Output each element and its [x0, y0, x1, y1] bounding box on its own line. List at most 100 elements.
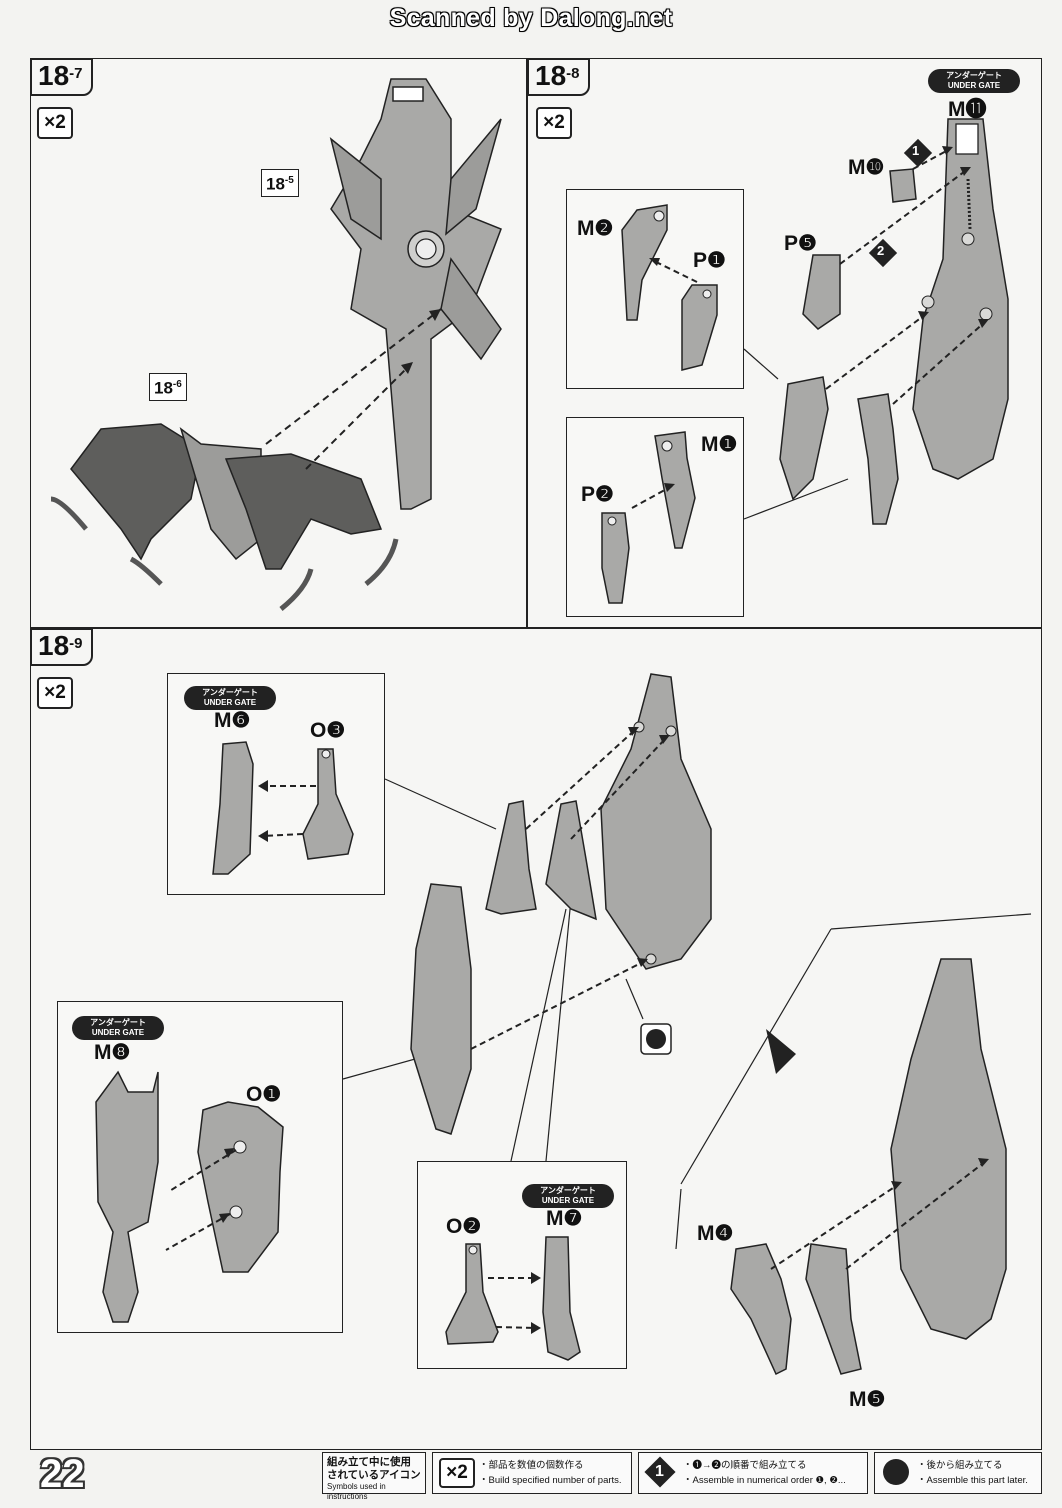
part-label-p2: P❷ — [581, 483, 614, 506]
part-o1 — [197, 1101, 284, 1273]
peg-hole — [653, 210, 665, 222]
arrow-head — [628, 727, 639, 736]
symbols-legend-title-box: 組み立て中に使用されているアイコン Symbols used in instru… — [322, 1452, 426, 1501]
peg-hole — [661, 440, 673, 452]
assembled-body — [890, 958, 1007, 1340]
part-label-p5: P❺ — [784, 232, 817, 255]
wing-right — [224, 453, 383, 570]
part-label-m5: M❺ — [849, 1388, 886, 1411]
arrow-head — [219, 1213, 230, 1223]
symbol-later-en: ・Assemble this part later. — [917, 1475, 1028, 1486]
insertion-arrow — [305, 363, 412, 470]
curved-arrow — [129, 556, 163, 586]
side-piece-right — [857, 393, 899, 525]
part-label-p1: P❶ — [693, 249, 726, 272]
arrow-head — [978, 1158, 989, 1167]
part-m6 — [212, 741, 254, 875]
part-label-m6: M❻ — [214, 709, 251, 732]
arrow-head — [918, 311, 929, 320]
subassembly-m1-p2: M❶ P❷ — [566, 417, 744, 617]
piece-m8-o1 — [410, 883, 472, 1135]
multiplier-badge: ×2 — [536, 107, 572, 139]
part-p1 — [681, 284, 718, 371]
main-body — [912, 118, 1009, 480]
step-number: 18-7 — [30, 58, 93, 96]
body-peg — [979, 307, 993, 321]
symbols-title-en: Symbols used in instructions — [327, 1482, 386, 1501]
under-gate-jp: アンダーゲート — [540, 1186, 596, 1195]
callout-line — [743, 348, 779, 380]
subassembly-m2-p1: M❷ P❶ — [566, 189, 744, 389]
assemble-later-symbol-icon — [883, 1459, 909, 1485]
ref-label-18-6: 18-6 — [149, 373, 187, 401]
callout-line — [680, 928, 832, 1185]
step-number-main: 18 — [535, 60, 567, 91]
insertion-arrow — [525, 728, 637, 830]
peg-hole — [321, 749, 331, 759]
insertion-arrow — [262, 833, 304, 837]
ref-sub: -6 — [172, 379, 182, 390]
callout-line — [384, 778, 497, 830]
curved-arrow — [50, 496, 88, 531]
peg-hole — [233, 1140, 247, 1154]
arrow-head — [942, 146, 953, 155]
ref-main: 18 — [154, 378, 173, 398]
multiplier-badge: ×2 — [37, 677, 73, 709]
part-label-o3: O❸ — [310, 719, 346, 742]
multiplier-badge: ×2 — [37, 107, 73, 139]
symbol-later-jp: ・後から組み立てる — [917, 1460, 1003, 1471]
step-number: 18-8 — [527, 58, 590, 96]
order-mark-2 — [868, 238, 898, 268]
arrow-head — [258, 830, 268, 842]
curved-arrow — [279, 568, 314, 611]
under-gate-en: UNDER GATE — [947, 81, 1001, 90]
step-number-sub: -7 — [69, 65, 83, 82]
m1-p2-illustration — [601, 431, 696, 604]
ref-label-18-5: 18-5 — [261, 169, 299, 197]
main-body — [600, 673, 712, 970]
under-gate-jp: アンダーゲート — [90, 1018, 146, 1027]
part-o3 — [302, 748, 354, 860]
ref-sub: -5 — [284, 175, 294, 186]
order-mark-1-label: 1 — [912, 143, 920, 158]
step-18-8-illustration — [743, 118, 1009, 525]
insertion-arrow — [570, 736, 668, 840]
callout-line — [510, 908, 567, 1162]
under-gate-en: UNDER GATE — [203, 698, 257, 707]
piece-m6-o3 — [485, 800, 537, 915]
fin-lower-right — [440, 257, 502, 361]
under-gate-jp: アンダーゲート — [202, 688, 258, 697]
symbols-title-jp: 組み立て中に使用されているアイコン — [327, 1456, 421, 1481]
symbol-later-box: ・後から組み立てる ・Assemble this part later. — [874, 1452, 1042, 1494]
part-m2 — [621, 204, 668, 321]
part-m5 — [805, 1243, 862, 1375]
body-peg — [921, 295, 935, 309]
arrow-head — [664, 483, 675, 492]
under-gate-en: UNDER GATE — [541, 1196, 595, 1205]
step-number-main: 18 — [38, 630, 70, 661]
symbol-multiplier-en: ・Build specified number of parts. — [479, 1475, 622, 1486]
insertion-arrow — [912, 148, 951, 170]
fin-joint-inner — [415, 238, 437, 260]
arrow-head — [531, 1322, 541, 1334]
m6-o3-illustration — [212, 741, 354, 875]
arrow-head — [429, 309, 441, 321]
body-peg — [961, 232, 975, 246]
part-label-m8: M❽ — [94, 1041, 131, 1064]
symbol-multiplier-box: ×2 ・部品を数値の個数作る ・Build specified number o… — [432, 1452, 632, 1494]
body-detail — [966, 178, 972, 230]
part-label-m4: M❹ — [697, 1222, 734, 1245]
order-mark-2-label: 2 — [877, 243, 885, 258]
insertion-arrow — [167, 1149, 237, 1193]
symbol-order-jp: ・❶→❷の順番で組み立てる — [683, 1460, 807, 1471]
multiplier-symbol-badge: ×2 — [439, 1458, 475, 1488]
arrow-head — [978, 319, 989, 328]
arrow-head — [224, 1148, 235, 1158]
scanner-watermark: Scanned by Dalong.net — [389, 4, 673, 32]
part-label-m2: M❷ — [577, 217, 614, 240]
arrow-head — [531, 1272, 541, 1284]
insertion-arrow — [825, 313, 927, 390]
